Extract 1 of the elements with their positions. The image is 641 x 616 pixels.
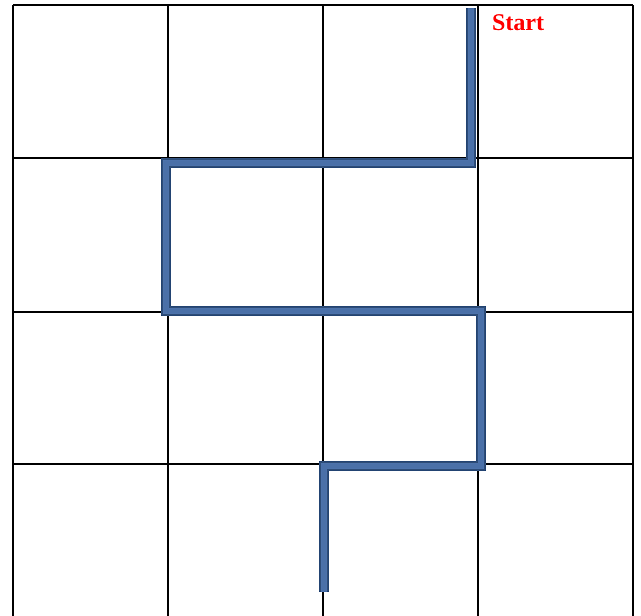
start-label: Start [492,11,544,35]
